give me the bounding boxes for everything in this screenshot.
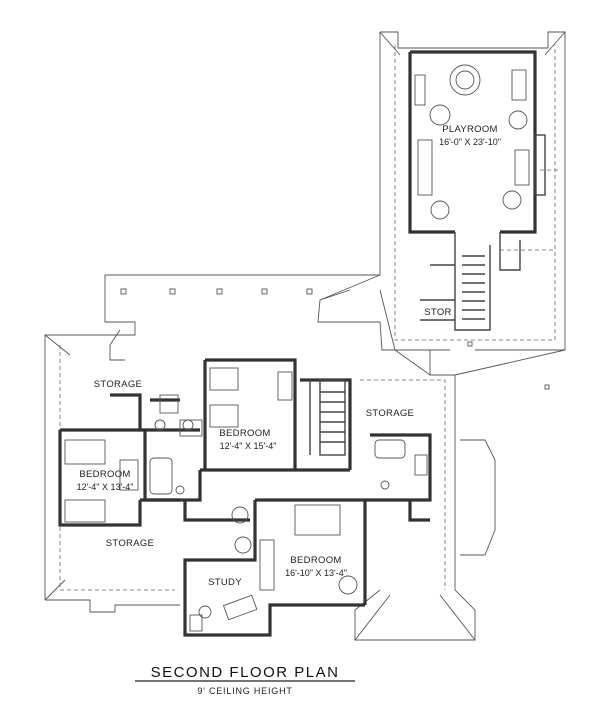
main-walls [58, 358, 432, 637]
storage-right-label: STORAGE [366, 408, 414, 419]
storage-lower-left-label: STORAGE [106, 538, 154, 549]
bedroom-left-dimensions: 12'-4" X 13'-4" [77, 482, 134, 492]
stor-label: STOR [424, 307, 451, 318]
bath-fixtures [149, 394, 428, 495]
bedroom-center-dimensions: 12'-4" X 15'-4" [220, 441, 277, 451]
plan-title: SECOND FLOOR PLAN [151, 664, 340, 681]
roof-markers [120, 288, 550, 390]
main-stairs [309, 379, 346, 456]
storage-upper-left-label: STORAGE [94, 379, 142, 390]
study-label: STUDY [208, 577, 242, 588]
bedroom-left-label: BEDROOM [79, 469, 130, 480]
playroom-dimensions: 16'-0" X 23'-10" [439, 137, 501, 147]
roof-outline [44, 31, 566, 641]
center-bedroom-furniture [179, 367, 293, 437]
bedroom-center-label: BEDROOM [219, 428, 270, 439]
study-furniture [189, 594, 258, 632]
bedroom-master-label: BEDROOM [290, 555, 341, 566]
left-bedroom-furniture [64, 439, 139, 523]
playroom-label: PLAYROOM [442, 124, 498, 135]
ceiling-height-note: 9' CEILING HEIGHT [197, 686, 292, 696]
playroom-room [408, 50, 546, 331]
bedroom-master-dimensions: 16'-10" X 13'-4" [285, 568, 347, 578]
stor-room [420, 299, 455, 321]
master-bedroom-furniture [231, 504, 358, 595]
dashed-lines [59, 45, 560, 591]
